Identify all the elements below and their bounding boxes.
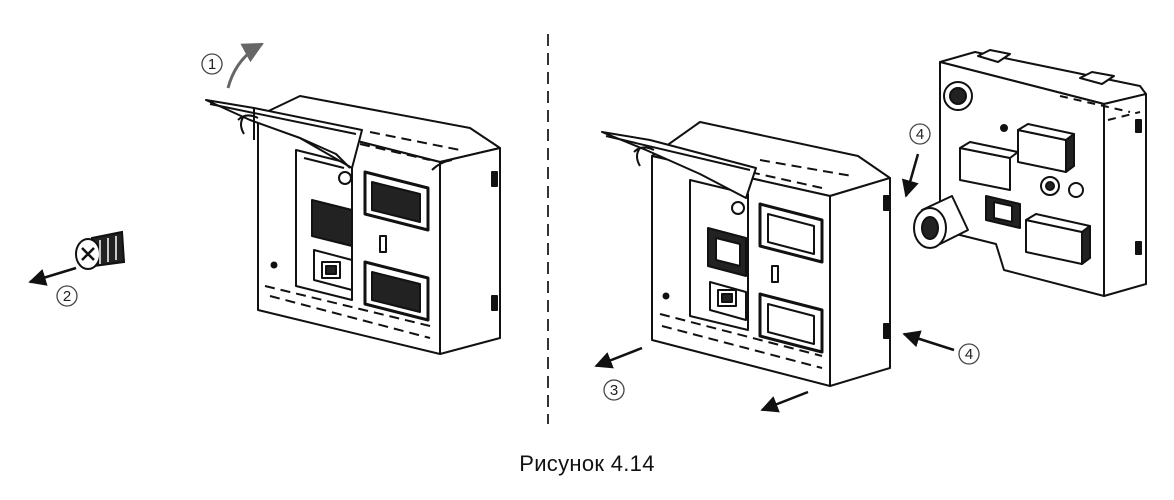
callout-step-3: 3 <box>603 379 625 401</box>
arrow-step-3a <box>594 346 643 369</box>
inner-module-illustration <box>913 49 1147 297</box>
callout-step-4b: 4 <box>958 343 980 365</box>
screw-illustration <box>75 230 126 270</box>
arrow-step-2 <box>28 266 77 286</box>
callout-step-4a-label: 4 <box>916 126 924 143</box>
callout-step-1: 1 <box>201 53 223 75</box>
arrow-step-4b <box>902 330 955 352</box>
callout-step-4b-label: 4 <box>965 346 973 363</box>
arrow-step-4a <box>901 153 920 198</box>
arrow-step-1 <box>226 42 264 89</box>
arrow-step-3b <box>760 390 809 413</box>
callout-step-2: 2 <box>56 285 78 307</box>
left-housing-illustration <box>205 95 501 355</box>
callout-step-2-label: 2 <box>63 288 71 305</box>
middle-housing-illustration <box>601 121 891 387</box>
callout-step-4a: 4 <box>909 123 931 145</box>
callout-step-3-label: 3 <box>610 382 618 399</box>
figure-caption: Рисунок 4.14 <box>519 451 655 476</box>
callout-step-1-label: 1 <box>208 56 216 73</box>
